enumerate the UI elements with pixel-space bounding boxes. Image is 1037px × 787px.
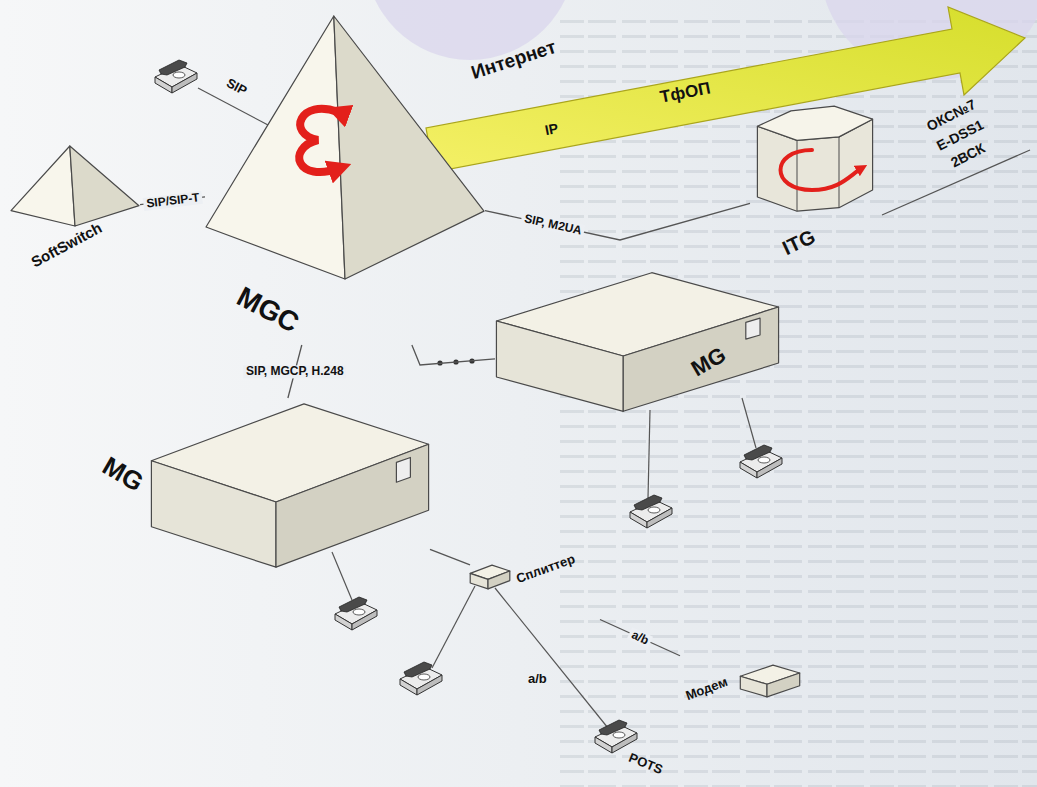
pyramid-face [70,146,139,226]
box-side [767,673,800,697]
pyramid-face [11,146,75,226]
line-type-label: POTS [627,751,665,778]
node-label: MG [98,451,149,497]
box-side [488,571,510,589]
switching-arrow [299,109,340,172]
node-outline [495,272,780,412]
phone-icon [740,445,782,478]
internet-arrow [426,7,1025,172]
phone-icon [155,60,197,93]
edge-label: SIP/SIP-T [142,191,202,211]
box-side [623,307,778,411]
box-side [496,321,623,411]
conversion-arrow [781,150,863,190]
wire [742,398,756,448]
connector-line [485,203,750,240]
node-label: Модем [684,675,730,703]
node-outline [470,565,510,589]
pyramid-face [334,16,484,279]
softswitch-pyramid: SoftSwitch [10,145,140,280]
node-label: SoftSwitch [29,220,105,271]
wire [432,586,475,668]
node-outline [10,145,140,227]
media-gateway: MG [100,398,430,573]
wire [495,588,608,728]
node-outline [205,15,485,280]
phone-icon [595,720,637,753]
node-label: MGC [232,281,304,339]
node-label: ITG [779,225,819,259]
prism-edge [839,137,840,208]
network-name: ТфОП [659,79,712,107]
node-outline [150,403,430,568]
edge-label: SIP, M2UA [520,212,586,239]
vent-panel [396,457,410,482]
node-label: Сплиттер [514,552,577,586]
itg-gateway: ITG [750,105,880,265]
protocol-label: IP [544,121,560,139]
edge-label: a/b [627,627,654,649]
box-side [470,573,488,588]
phone-icon [400,662,442,695]
phone-icon [335,597,377,630]
node-outline [755,105,875,223]
prism-edge [797,140,798,211]
modem-device: Модем [680,650,820,725]
splitter-device: Сплиттер [470,560,600,620]
protocol-label: SIP [224,76,249,98]
interface-label: a/b [528,672,547,686]
wire [648,410,650,498]
pyramid-face [206,16,345,279]
media-gateway: MG [495,272,780,422]
connector-line [600,619,680,655]
connector-line [430,549,470,564]
wire [332,552,352,600]
connector-line [412,345,495,365]
vent-panel [746,318,760,339]
phone-icon [630,495,672,528]
box-side [276,444,429,567]
network-name: Интернет [469,37,559,84]
box-side [740,676,767,697]
prism-top [757,106,872,140]
node-outline [740,665,800,697]
mgc-pyramid: MGC [205,15,485,345]
edge-label: SIP, MGCP, H.248 [243,365,347,378]
box-side [151,461,276,567]
